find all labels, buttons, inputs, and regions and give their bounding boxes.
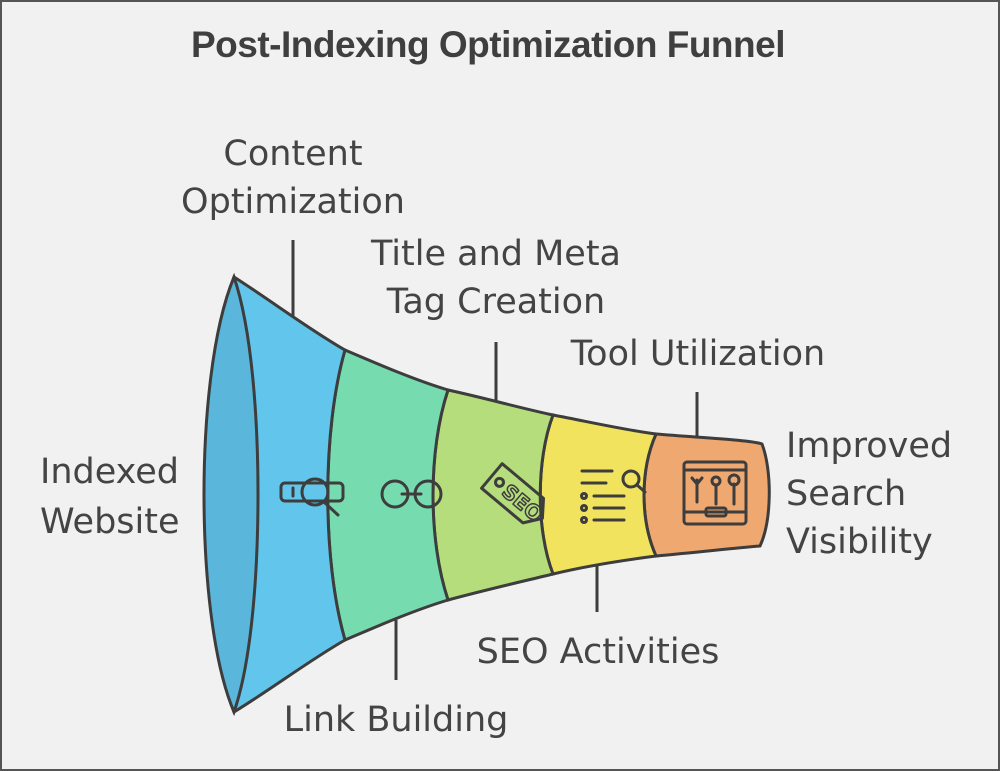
stage-label-tool-utilization: Tool Utilization (570, 334, 826, 374)
chain-link-icon (380, 479, 443, 509)
magnifier-over-page-icon (279, 477, 345, 517)
stage-label-link-building: Link Building (283, 700, 509, 740)
search-list-icon (580, 469, 647, 524)
stage-label-seo-activities: SEO Activities (476, 632, 720, 672)
start-label: Indexed Website (40, 452, 180, 542)
stage-label-title-meta: Title and Meta Tag Creation (370, 234, 621, 322)
toolbox-icon (682, 460, 748, 526)
end-label: Improved Search Visibility (786, 426, 953, 562)
funnel-segment-link-building (326, 347, 450, 643)
funnel-segment-tool-utilization (642, 432, 771, 558)
stage-label-content-optimization: Content Optimization (181, 134, 405, 222)
funnel-mouth-rim (202, 272, 260, 717)
diagram-title: Post-Indexing Optimization Funnel (191, 24, 785, 65)
funnel-segment-title-meta (431, 388, 556, 602)
